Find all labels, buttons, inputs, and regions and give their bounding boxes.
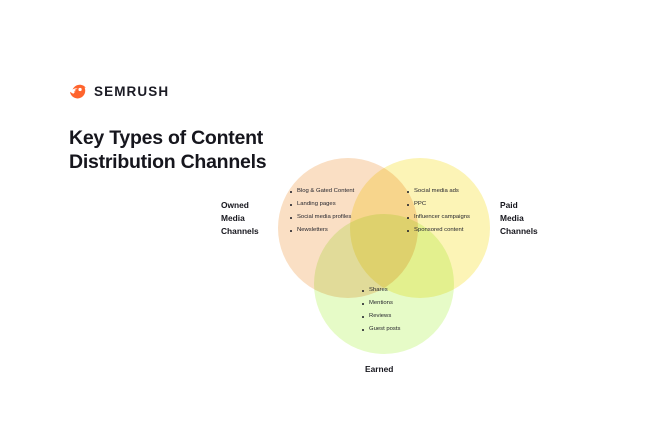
venn-circle-earned (314, 214, 454, 354)
venn-list-paid: Social media ads PPC Influencer campaign… (407, 188, 470, 234)
list-item: Mentions (362, 300, 400, 307)
venn-list-earned: Shares Mentions Reviews Guest posts (362, 287, 400, 333)
list-item: Reviews (362, 313, 400, 320)
venn-label-earned: Earned (365, 364, 394, 374)
semrush-comet-icon (70, 84, 86, 99)
page-title: Key Types of Content Distribution Channe… (69, 127, 267, 173)
list-item: Social media profiles (290, 214, 354, 221)
venn-label-owned: Owned Media Channels (221, 200, 259, 236)
list-item: Landing pages (290, 201, 354, 208)
list-item: Shares (362, 287, 400, 294)
list-item: Newsletters (290, 227, 354, 234)
list-item: Sponsored content (407, 227, 470, 234)
list-item: Guest posts (362, 326, 400, 333)
semrush-logo: SEMRUSH (70, 83, 169, 100)
semrush-wordmark: SEMRUSH (94, 83, 170, 99)
list-item: PPC (407, 201, 470, 208)
venn-list-owned: Blog & Gated Content Landing pages Socia… (290, 188, 354, 234)
venn-diagram (278, 158, 490, 354)
venn-label-paid: Paid Media Channels (500, 200, 538, 236)
list-item: Blog & Gated Content (290, 188, 354, 195)
list-item: Social media ads (407, 188, 470, 195)
list-item: Influencer campaigns (407, 214, 470, 221)
